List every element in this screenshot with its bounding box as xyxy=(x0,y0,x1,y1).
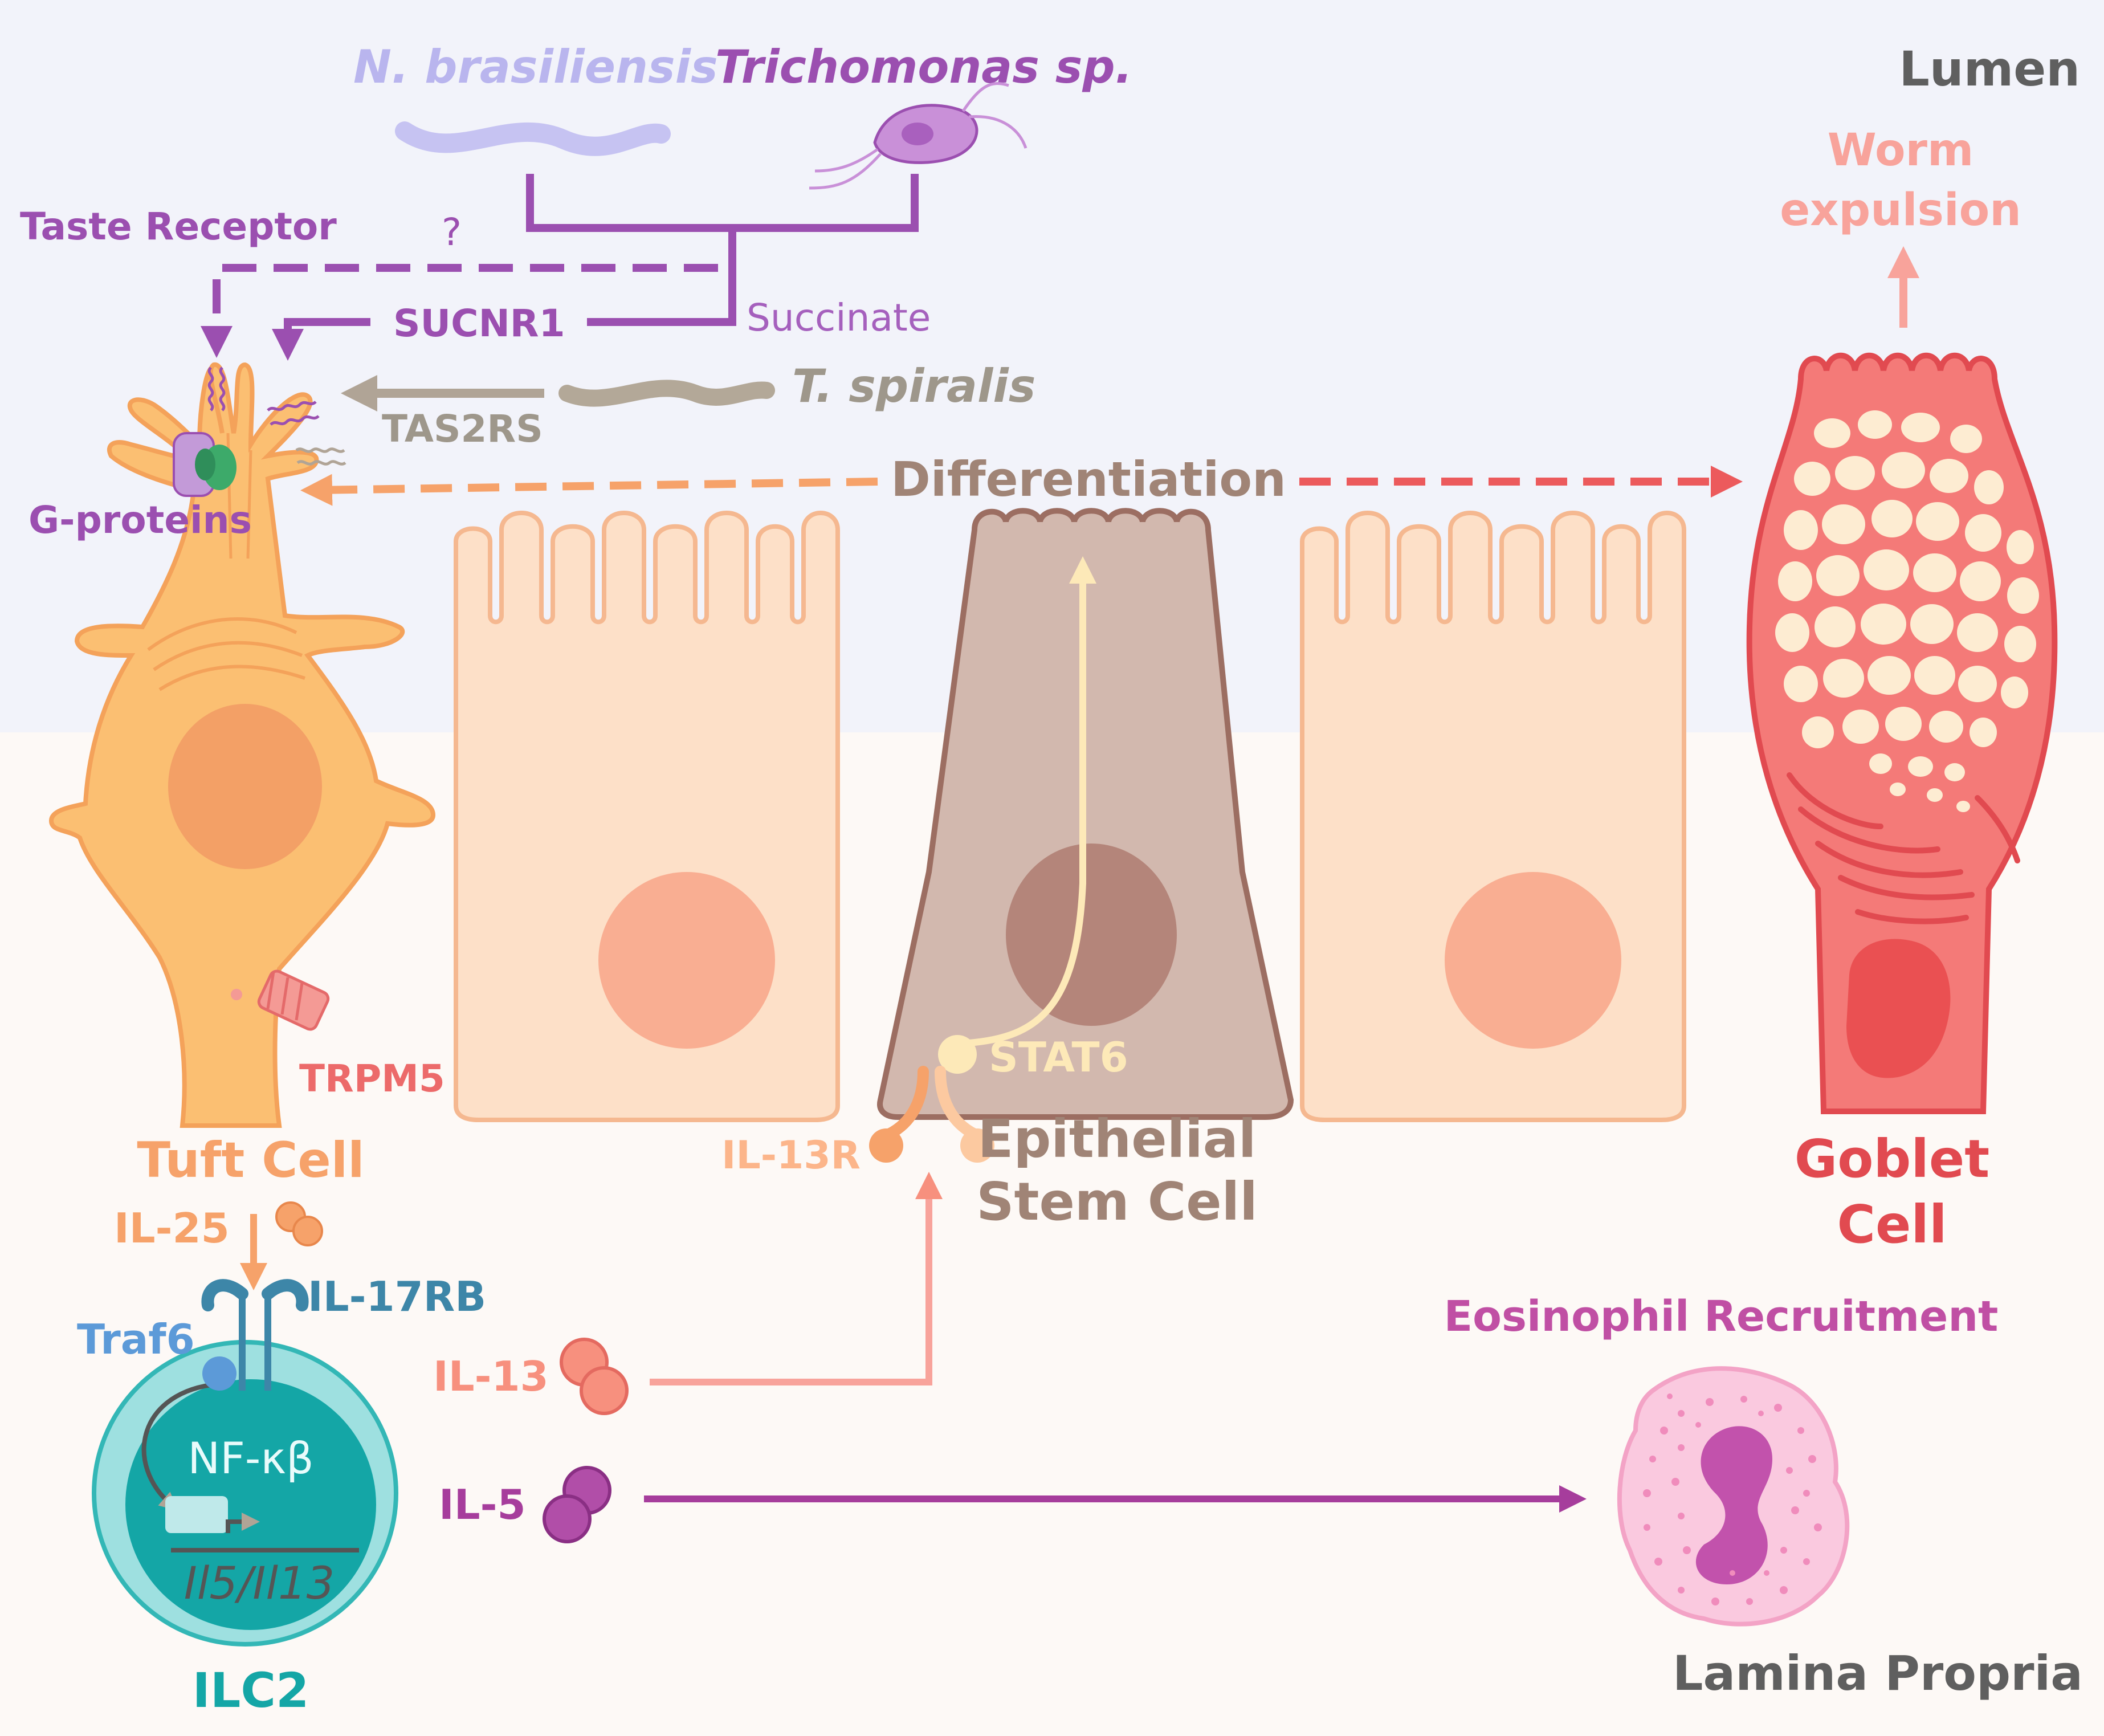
n-brasiliensis-worm-icon xyxy=(395,121,671,156)
t-spiralis-label: T. spiralis xyxy=(792,360,1035,413)
trpm5-label: TRPM5 xyxy=(299,1057,445,1101)
il5-il13-genes-label: Il5/Il13 xyxy=(184,1558,335,1609)
il25-label: IL-25 xyxy=(114,1204,230,1252)
il13-label: IL-13 xyxy=(433,1352,549,1400)
tuft-cell-label: Tuft Cell xyxy=(137,1132,364,1189)
sucnr1-label: SUCNR1 xyxy=(393,301,565,345)
tas2rs-label: TAS2RS xyxy=(382,407,543,451)
goblet-cell xyxy=(1746,352,2058,1114)
il17rb-label: IL-17RB xyxy=(308,1273,486,1321)
trichomonas-label: Trichomonas sp. xyxy=(715,40,1132,93)
g-protein-icon xyxy=(173,432,237,497)
lumen-label: Lumen xyxy=(1899,41,2080,97)
ilc2-label: ILC2 xyxy=(193,1662,309,1718)
il13-cytokine-icon xyxy=(560,1338,629,1415)
epithelial-stem-cell xyxy=(877,508,1294,1120)
enterocyte-left xyxy=(454,511,840,1122)
trichomonas-parasite-icon xyxy=(809,82,1027,190)
tuft-nucleus xyxy=(168,704,322,869)
sucnr1-receptor-icon xyxy=(267,401,320,426)
il13-arrow xyxy=(650,1172,943,1385)
taste-receptor-label: Taste Receptor xyxy=(20,205,337,248)
t-spiralis-worm-icon xyxy=(558,380,775,407)
traf6-icon xyxy=(202,1356,237,1391)
trpm5-channel-icon xyxy=(231,969,330,1031)
traf6-label: Traf6 xyxy=(77,1315,195,1363)
il5-label: IL-5 xyxy=(439,1481,526,1529)
enterocyte-right xyxy=(1300,511,1686,1122)
nfkb-label: NF-κβ xyxy=(187,1433,313,1484)
ilc2-cell xyxy=(92,1340,398,1647)
tuft-cell xyxy=(48,362,436,1128)
stat6-label: STAT6 xyxy=(989,1033,1128,1081)
goblet-label-line1: Goblet xyxy=(1795,1128,1989,1189)
il5-cytokine-icon xyxy=(543,1466,611,1543)
il13r-label: IL-13R xyxy=(721,1133,861,1178)
eosinophil-cell xyxy=(1617,1366,1850,1627)
worm-expulsion-label-line1: Worm xyxy=(1828,125,1974,176)
differentiation-label: Differentiation xyxy=(891,451,1286,507)
succinate-label: Succinate xyxy=(747,296,931,340)
question-mark-label: ? xyxy=(442,210,462,254)
taste-receptor-icon xyxy=(207,366,226,411)
g-proteins-label: G-proteins xyxy=(28,498,252,542)
goblet-label-line2: Cell xyxy=(1837,1194,1947,1255)
worm-expulsion-label-line2: expulsion xyxy=(1780,185,2021,236)
epithelial-label-line1: Epithelial xyxy=(978,1109,1257,1169)
parasite-signaling-lines xyxy=(201,174,919,411)
tas2r-receptor-icon xyxy=(295,447,346,466)
lamina-propria-label: Lamina Propria xyxy=(1673,1645,2083,1701)
eosinophil-recruitment-label: Eosinophil Recruitment xyxy=(1444,1292,1999,1341)
il17rb-receptor-icon xyxy=(201,1279,309,1391)
il25-cytokine-icon xyxy=(275,1201,323,1246)
n-brasiliensis-label: N. brasiliensis xyxy=(353,40,718,93)
il13r-receptor-icon xyxy=(869,1066,994,1163)
epithelial-label-line2: Stem Cell xyxy=(976,1171,1258,1232)
